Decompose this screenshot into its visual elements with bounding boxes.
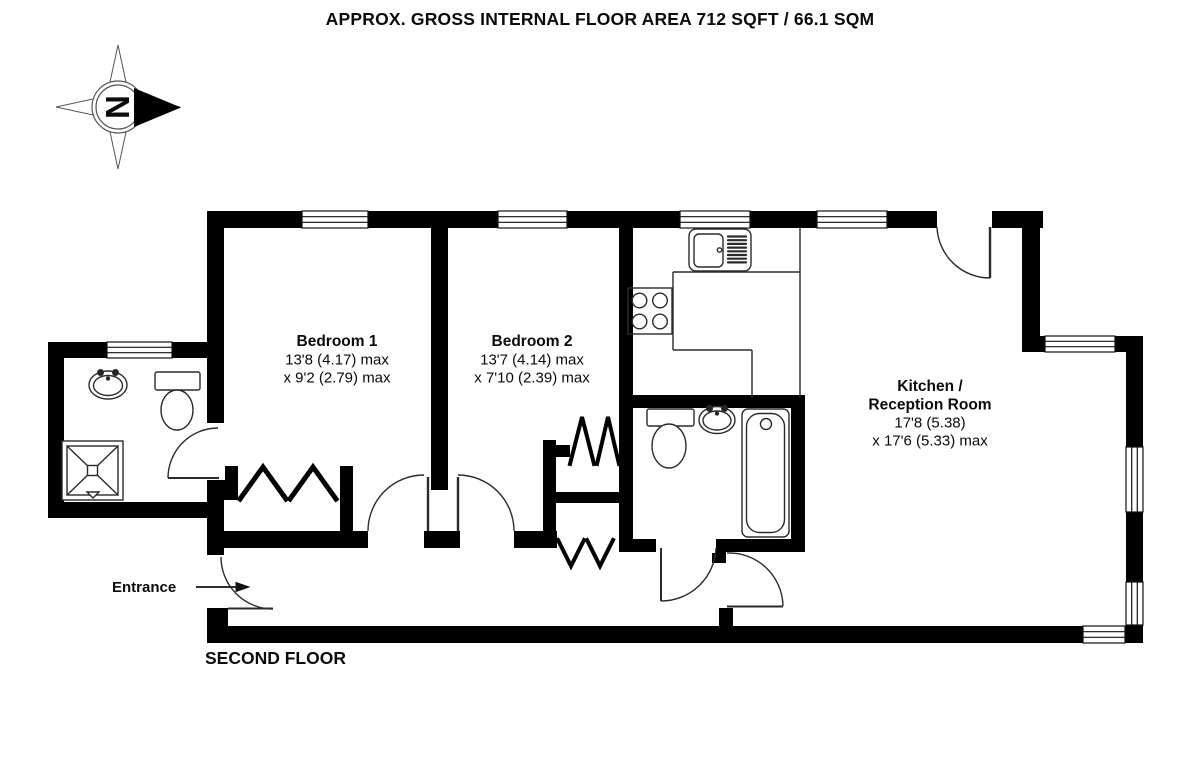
kitchen-divider-wall bbox=[619, 228, 633, 398]
tap-icon bbox=[706, 405, 714, 413]
compass-north-arrow-icon bbox=[134, 88, 181, 127]
bedroom2-dim1: 13'7 (4.14) max bbox=[480, 352, 584, 369]
shower-room-bottom-wall bbox=[48, 502, 224, 518]
bedroom1-window bbox=[301, 210, 369, 229]
step-wall-window bbox=[1044, 335, 1116, 353]
reception-side-window-upper bbox=[1125, 446, 1144, 513]
shower-drain-marker bbox=[85, 491, 101, 499]
shower-room-toilet bbox=[154, 371, 201, 431]
bottom-wall bbox=[207, 626, 1143, 643]
shower-room-fixtures bbox=[61, 369, 201, 501]
bathroom-door bbox=[660, 547, 717, 602]
kitchen-window-left bbox=[679, 210, 751, 229]
kitchen-name-line2: Reception Room bbox=[868, 397, 991, 414]
sink-drainer-lines bbox=[726, 235, 748, 264]
entrance-door bbox=[220, 556, 274, 610]
bathroom-doorway bbox=[656, 538, 716, 553]
entrance-label: Entrance bbox=[112, 579, 176, 596]
shower-room-window bbox=[106, 341, 173, 359]
kitchen-dim1: 17'8 (5.38) bbox=[894, 415, 965, 432]
kitchen-reception-label: Kitchen / Reception Room 17'8 (5.38) x 1… bbox=[868, 378, 991, 450]
kitchen-dim2: x 17'6 (5.33) max bbox=[872, 433, 988, 450]
kitchen-reception-door bbox=[726, 552, 784, 608]
bath-drain bbox=[759, 417, 773, 431]
reception-doorway bbox=[937, 210, 992, 229]
compass-north-letter: N bbox=[99, 95, 136, 119]
hob bbox=[627, 287, 673, 335]
kitchen-door-stub-bottom bbox=[719, 608, 733, 627]
bathtub bbox=[741, 408, 790, 538]
bedroom1-name: Bedroom 1 bbox=[297, 333, 378, 350]
hall-wall-mid bbox=[424, 531, 460, 548]
door-openings bbox=[206, 210, 992, 608]
bathroom-top-wall bbox=[619, 395, 805, 408]
bed1-closet-left-stub bbox=[224, 466, 238, 500]
bed1-closet-right-wall bbox=[340, 466, 353, 548]
sink-tap-dot bbox=[716, 247, 723, 253]
closet-mid-wall bbox=[543, 492, 633, 503]
reception-bottom-window bbox=[1082, 625, 1126, 644]
door-swings bbox=[167, 226, 992, 610]
bedroom2-name: Bedroom 2 bbox=[492, 333, 573, 350]
kitchen-window-right bbox=[816, 210, 888, 229]
closet-bottom-bifold-doors bbox=[555, 537, 616, 571]
bedroom1-label: Bedroom 1 13'8 (4.17) max x 9'2 (2.79) m… bbox=[283, 333, 391, 387]
bedroom2-dim2: x 7'10 (2.39) max bbox=[474, 370, 590, 387]
shower-room-left-wall bbox=[48, 342, 64, 518]
bedroom1-door bbox=[367, 474, 430, 532]
bedroom-divider-wall bbox=[431, 228, 448, 490]
counter-outline bbox=[672, 228, 801, 397]
reception-side-window-lower bbox=[1125, 581, 1144, 626]
shower-room-sink bbox=[88, 369, 128, 400]
kitchen-name-line1: Kitchen / bbox=[897, 378, 963, 395]
shower-tray bbox=[61, 440, 124, 501]
bathroom-right-wall bbox=[791, 395, 805, 552]
shower-doorway bbox=[206, 423, 225, 480]
entrance-arrow-icon bbox=[196, 581, 251, 593]
entrance-stub-wall bbox=[207, 608, 228, 628]
tap-icon bbox=[111, 369, 119, 377]
kitchen-sink bbox=[688, 228, 752, 272]
closet-top-stub bbox=[543, 445, 570, 457]
bedroom2-label: Bedroom 2 13'7 (4.14) max x 7'10 (2.39) … bbox=[474, 333, 590, 387]
right-wall-upper bbox=[1022, 211, 1040, 352]
bathroom-fixtures bbox=[646, 405, 790, 538]
bathroom-left-wall bbox=[619, 395, 633, 552]
bathroom-toilet bbox=[646, 408, 695, 469]
entrance-doorway bbox=[206, 555, 225, 608]
tap-icon bbox=[96, 369, 104, 377]
floor-label: SECOND FLOOR bbox=[205, 648, 346, 668]
tap-icon bbox=[721, 405, 729, 413]
windows bbox=[106, 210, 1144, 644]
hall-wall-left bbox=[207, 531, 368, 548]
bedroom2-window bbox=[497, 210, 568, 229]
closet-doors bbox=[236, 416, 622, 571]
bedroom1-dim1: 13'8 (4.17) max bbox=[285, 352, 389, 369]
compass-rose: N bbox=[55, 44, 181, 170]
bedroom1-dim2: x 9'2 (2.79) max bbox=[283, 370, 391, 387]
bathroom-sink bbox=[698, 405, 736, 435]
reception-top-door bbox=[936, 226, 992, 279]
bedroom1-closet-bifold-doors bbox=[236, 462, 340, 503]
bedroom2-door bbox=[456, 474, 515, 532]
kitchen-counter bbox=[627, 228, 801, 397]
page-title: APPROX. GROSS INTERNAL FLOOR AREA 712 SQ… bbox=[326, 9, 875, 29]
shower-room-door bbox=[167, 427, 219, 479]
sink-basin bbox=[693, 233, 724, 268]
closet-top-bifold-doors bbox=[567, 416, 622, 467]
